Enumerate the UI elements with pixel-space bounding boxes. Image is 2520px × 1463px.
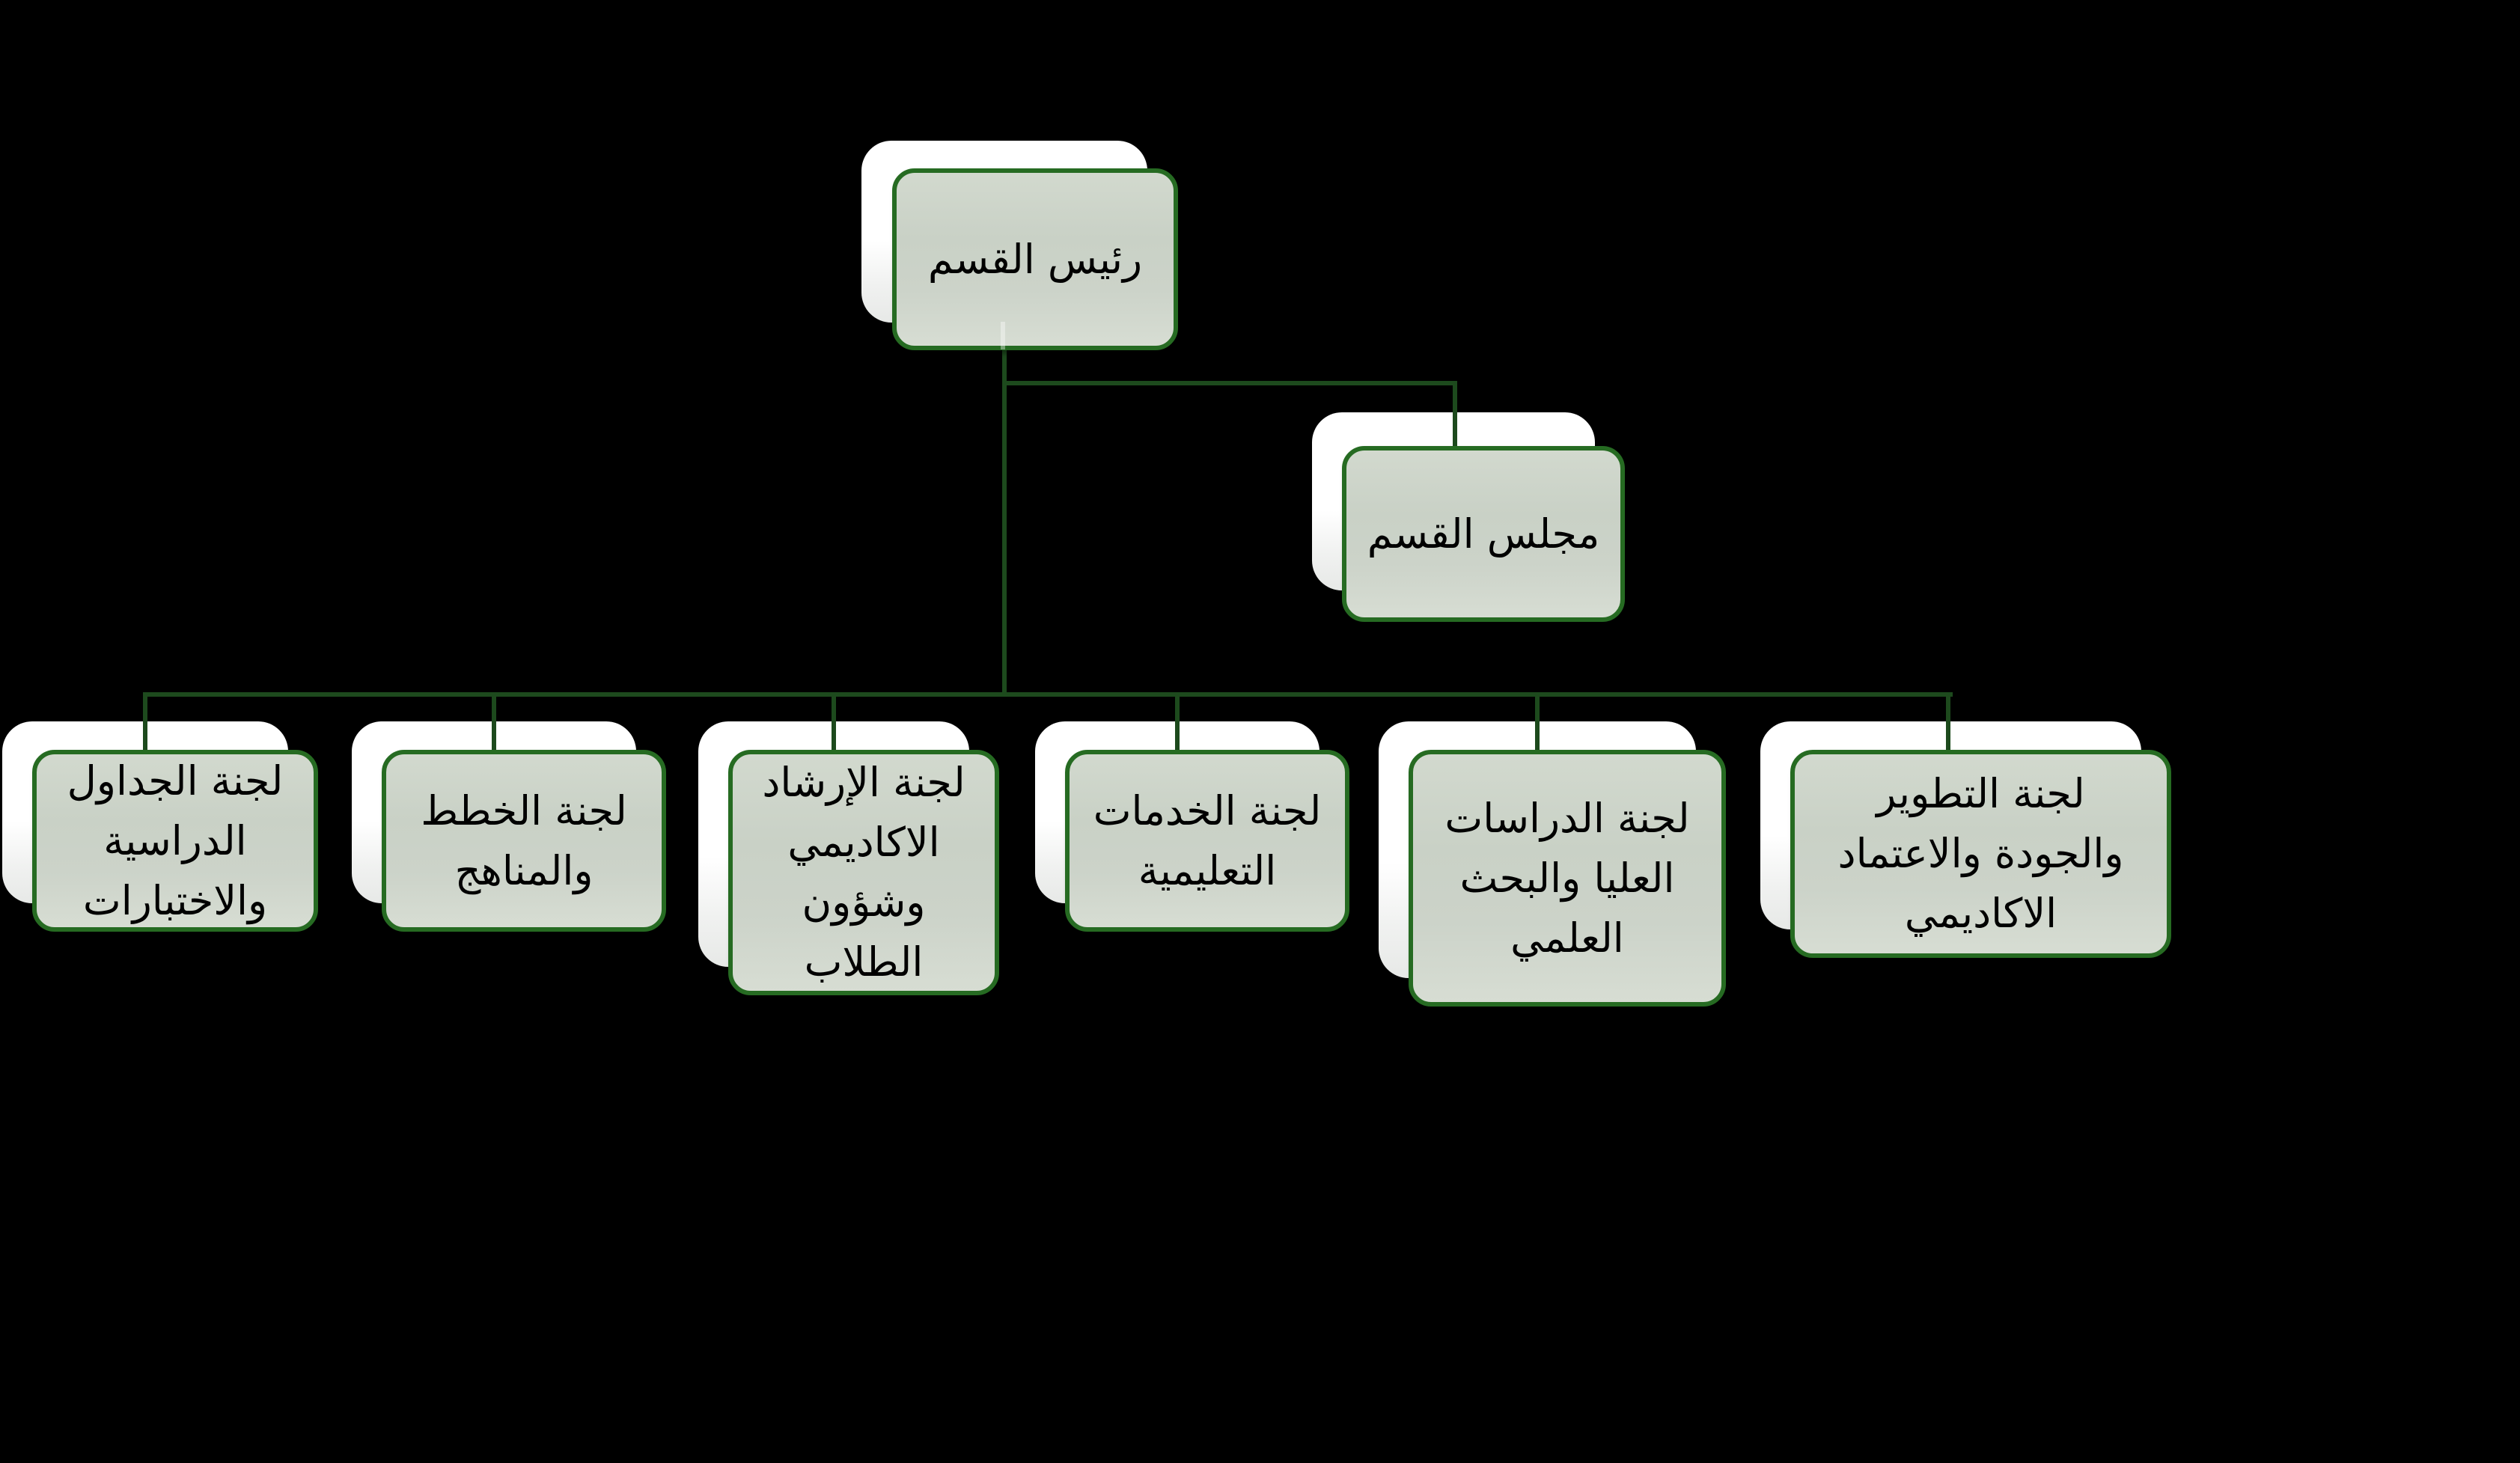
connector-show-through [1001, 322, 1005, 349]
node-box-committee-6: لجنة التطوير والجودة والاعتماد الاكاديمي [1790, 750, 2171, 958]
node-label-committee-3: لجنة الإرشاد الاكاديمي وشؤون الطلاب [762, 759, 965, 986]
node-label-committee-6: لجنة التطوير والجودة والاعتماد الاكاديمي [1837, 770, 2124, 937]
node-box-root: رئيس القسم [892, 168, 1178, 350]
connector-drop-committee-5 [1535, 692, 1540, 756]
node-label-root: رئيس القسم [927, 235, 1143, 283]
connector-root-vertical [1002, 322, 1007, 696]
connector-drop-committee-2 [492, 692, 496, 756]
node-label-committee-1: لجنة الجداول الدراسية والاختبارات [67, 757, 284, 924]
connector-council-drop [1453, 381, 1457, 456]
node-label-committee-4: لجنة الخدمات التعليمية [1093, 787, 1322, 894]
node-box-committee-4: لجنة الخدمات التعليمية [1065, 750, 1349, 932]
node-box-committee-3: لجنة الإرشاد الاكاديمي وشؤون الطلاب [728, 750, 999, 995]
node-label-committee-2: لجنة الخطط والمناهج [421, 787, 627, 894]
node-box-committee-1: لجنة الجداول الدراسية والاختبارات [32, 750, 318, 932]
connector-drop-committee-4 [1175, 692, 1180, 756]
connector-drop-committee-1 [143, 692, 147, 756]
node-label-committee-5: لجنة الدراسات العليا والبحث العلمي [1444, 794, 1690, 962]
node-label-council: مجلس القسم [1367, 510, 1600, 558]
node-box-council: مجلس القسم [1342, 446, 1625, 622]
connector-council-branch [1002, 381, 1457, 385]
node-box-committee-5: لجنة الدراسات العليا والبحث العلمي [1409, 750, 1726, 1007]
connector-drop-committee-6 [1946, 692, 1950, 756]
connector-drop-committee-3 [832, 692, 836, 756]
node-box-committee-2: لجنة الخطط والمناهج [382, 750, 666, 932]
connector-bus-horizontal [143, 692, 1953, 697]
